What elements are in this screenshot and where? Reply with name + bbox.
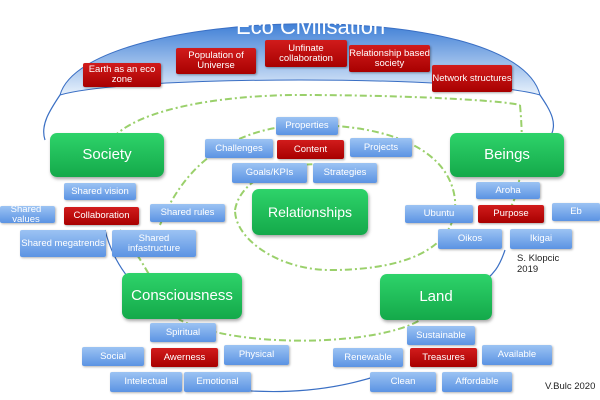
spiral-dash-line xyxy=(104,93,523,342)
consciousness-term-emotional: Emotional xyxy=(184,372,251,392)
society-term-rules: Shared rules xyxy=(150,204,225,222)
society-term-values: Shared values xyxy=(0,204,55,224)
society-term-megatrends: Shared megatrends xyxy=(20,230,106,257)
land-term-renewable: Renewable xyxy=(333,348,403,367)
relationships-term-properties: Properties xyxy=(276,117,338,135)
credit-klopcic-name: S. Klopcic xyxy=(517,253,560,264)
consciousness-node: Consciousness xyxy=(122,273,242,319)
top-term-relationship: Relationship based society xyxy=(349,45,430,72)
credit-bulc: V.Bulc 2020 xyxy=(545,381,596,392)
beings-term-oikos: Oikos xyxy=(438,229,502,249)
beings-term-aroha: Aroha xyxy=(476,182,540,199)
top-term-network: Network structures xyxy=(432,65,512,92)
relationships-node: Relationships xyxy=(252,189,368,235)
page-title: Eco Civilisation xyxy=(236,14,386,39)
land-term-clean: Clean xyxy=(370,372,436,392)
society-center-collaboration: Collaboration xyxy=(64,207,139,225)
top-term-population: Population of Universe xyxy=(176,48,256,74)
beings-term-eb: Eb xyxy=(552,203,600,221)
society-term-vision: Shared vision xyxy=(64,183,136,200)
society-node: Society xyxy=(50,133,164,177)
beings-term-ubuntu: Ubuntu xyxy=(405,205,473,223)
relationships-term-projects: Projects xyxy=(350,138,412,157)
land-term-available: Available xyxy=(482,345,552,365)
land-center-treasures: Treasures xyxy=(410,348,477,367)
land-term-affordable: Affordable xyxy=(442,372,512,392)
relationships-term-goals: Goals/KPIs xyxy=(232,163,307,183)
relationships-center-content: Content xyxy=(277,140,344,159)
consciousness-term-intelectual: Intelectual xyxy=(110,372,182,392)
land-node: Land xyxy=(380,274,492,320)
top-term-collaboration: Unfinate collaboration xyxy=(265,40,347,67)
relationships-term-challenges: Challenges xyxy=(205,139,273,158)
land-term-sustainable: Sustainable xyxy=(407,326,475,345)
beings-term-ikigai: Ikigai xyxy=(510,229,572,249)
credit-klopcic-year: 2019 xyxy=(517,264,539,275)
consciousness-term-social: Social xyxy=(82,347,144,366)
relationships-term-strategies: Strategies xyxy=(313,163,377,183)
top-term-earth: Earth as an eco zone xyxy=(83,63,161,87)
outer-connector-line xyxy=(43,94,61,141)
consciousness-term-spiritual: Spiritual xyxy=(150,323,216,342)
consciousness-center-awerness: Awerness xyxy=(151,348,218,367)
beings-node: Beings xyxy=(450,133,564,177)
society-term-infrastructure: Shared infastructure xyxy=(112,230,196,257)
consciousness-term-physical: Physical xyxy=(224,345,289,365)
beings-center-purpose: Purpose xyxy=(478,205,544,223)
